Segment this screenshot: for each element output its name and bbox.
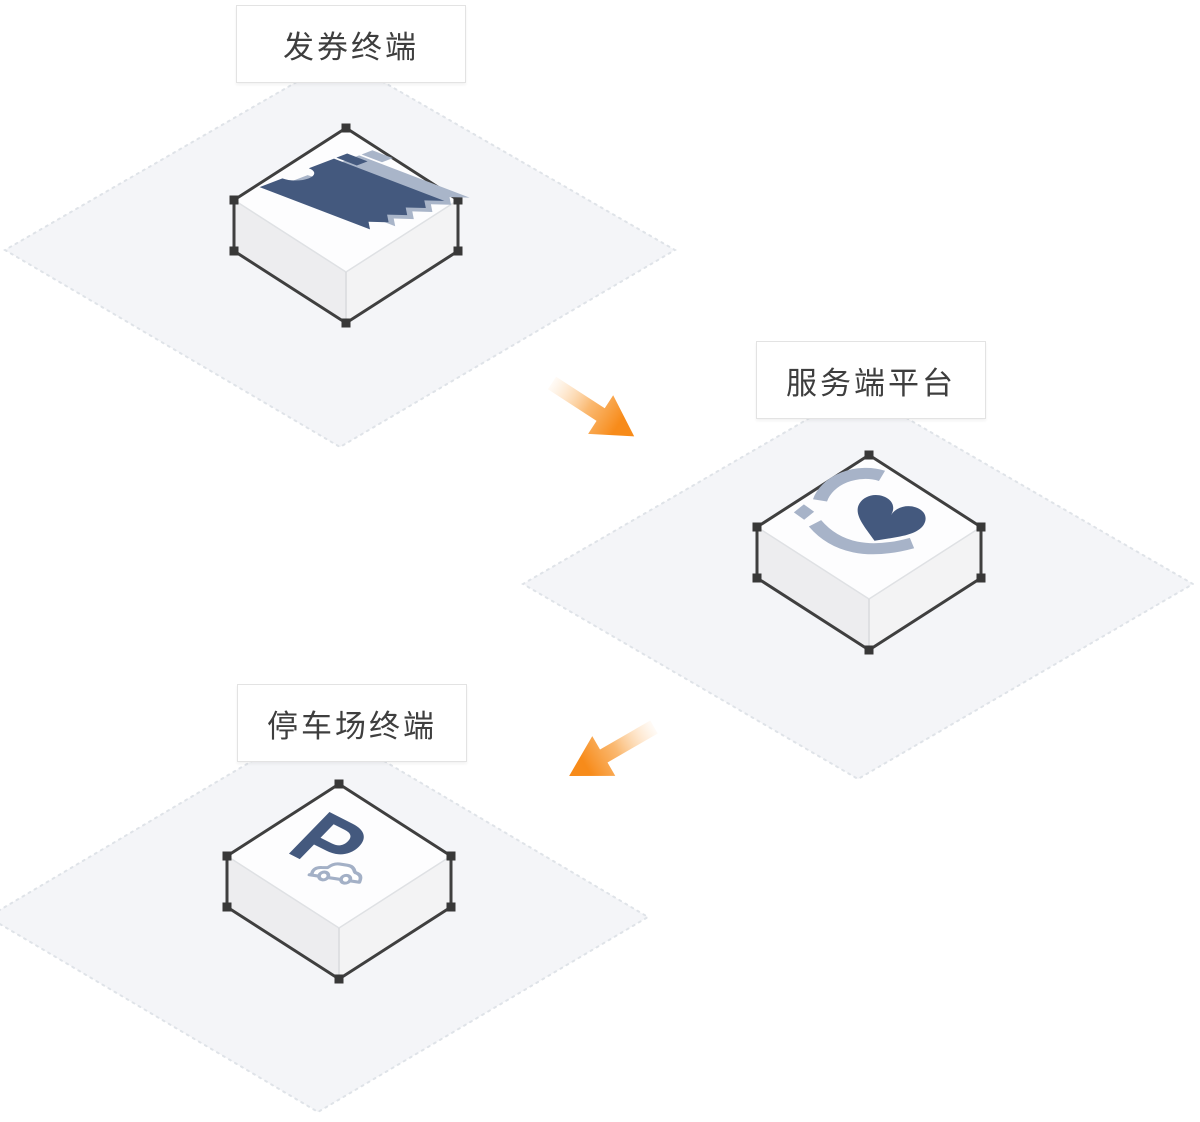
heart-glyph xyxy=(857,494,926,541)
heart-service-icon xyxy=(793,467,926,555)
arrow-server-to-parking xyxy=(557,707,666,796)
node-label-text: 发券终端 xyxy=(283,29,419,65)
node-label-server-platform: 服务端平台 xyxy=(756,341,986,419)
arrow-issuing-to-server xyxy=(539,363,647,456)
node-label-issuing-terminal: 发券终端 xyxy=(236,5,466,83)
node-label-text: 停车场终端 xyxy=(267,708,437,744)
coupon-ticket-icon xyxy=(259,150,470,230)
car-glyph xyxy=(307,862,363,885)
node-label-text: 服务端平台 xyxy=(786,365,956,401)
node-label-parking-terminal: 停车场终端 xyxy=(237,684,467,762)
